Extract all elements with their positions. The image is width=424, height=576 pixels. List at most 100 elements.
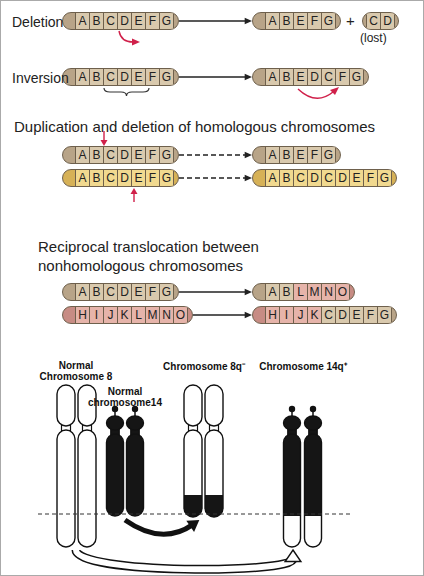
chromatid-outline xyxy=(107,434,124,516)
gene-segment: A xyxy=(75,13,90,29)
chromatid-outline xyxy=(184,430,202,517)
break-marker-head xyxy=(131,188,138,194)
gene-segment: A xyxy=(265,69,280,85)
chromosome: ABCDEFG xyxy=(62,146,179,164)
chromatid-outline xyxy=(205,430,223,517)
chromatid-arm xyxy=(205,430,223,517)
chromatid-arm xyxy=(205,385,223,426)
chromosome: ABCDEFG xyxy=(62,169,179,187)
chromosome: ABLMNO xyxy=(252,283,355,301)
gene-segment: B xyxy=(89,147,104,163)
gene-segment: D xyxy=(307,170,322,186)
gene-segment: F xyxy=(363,307,378,323)
chromatid-outline xyxy=(305,434,322,547)
chromatid-outline xyxy=(127,434,144,516)
gene-segment: E xyxy=(349,170,364,186)
chromosome-drawing xyxy=(253,361,353,550)
chromatid-outline xyxy=(205,385,223,426)
chromatid-arm xyxy=(57,430,75,547)
arrow-body xyxy=(125,520,193,534)
inversion-arrow xyxy=(298,89,333,98)
gene-segment: D xyxy=(380,13,395,29)
section-heading: Reciprocal translocation between nonhomo… xyxy=(38,237,298,275)
gene-segment: A xyxy=(265,147,280,163)
chromosome: ABEDCFG xyxy=(252,68,369,86)
connector-arrow xyxy=(179,289,252,296)
gene-segment: H xyxy=(265,307,280,323)
gene-segment: C xyxy=(103,69,118,85)
gene-segment: G xyxy=(377,307,392,323)
arrow-line xyxy=(179,291,246,292)
gene-segment: D xyxy=(117,69,132,85)
chromatid-arm xyxy=(184,430,202,517)
arrow-head xyxy=(186,520,199,532)
gene-segment: G xyxy=(159,284,174,300)
gene-segment: D xyxy=(117,170,132,186)
chromatid-outline xyxy=(184,385,202,426)
chromatid-arm xyxy=(78,430,96,547)
gene-segment: E xyxy=(293,69,308,85)
gene-segment: C xyxy=(103,284,118,300)
gene-segment: D xyxy=(307,69,322,85)
chromosome-label: Chromosome 8q⁻ xyxy=(157,361,251,372)
gene-segment: G xyxy=(377,170,392,186)
chromatid-arm xyxy=(305,416,322,430)
chromosome-figure: Chromosome 8q⁻ xyxy=(157,361,251,520)
gene-segment: G xyxy=(159,13,174,29)
chromosome: ABCDEFG xyxy=(62,68,179,86)
gene-segment: B xyxy=(279,147,294,163)
chromatid-arm xyxy=(305,434,322,547)
gene-segment: C xyxy=(293,170,308,186)
gene-segment: F xyxy=(335,69,350,85)
chromosome: HIJKCDEFG xyxy=(252,306,397,324)
chromosome-band xyxy=(305,516,322,547)
arrow-head xyxy=(285,550,301,562)
arrow-line xyxy=(179,20,246,21)
gene-segment: E xyxy=(293,147,308,163)
gene-segment: C xyxy=(366,13,381,29)
gene-segment: I xyxy=(89,307,104,323)
gene-segment: A xyxy=(75,69,90,85)
gene-segment: G xyxy=(321,147,336,163)
gene-segment: L xyxy=(131,307,146,323)
connector-arrow xyxy=(76,550,301,569)
gene-segment: E xyxy=(349,307,364,323)
gene-segment: B xyxy=(89,284,104,300)
gene-segment: E xyxy=(293,13,308,29)
gene-segment: J xyxy=(293,307,308,323)
chromatid-arm xyxy=(284,434,301,547)
chromosome-label-group: Normal chromosome14 xyxy=(87,386,163,408)
gene-segment: B xyxy=(89,170,104,186)
gene-segment: O xyxy=(173,307,188,323)
gene-segment: A xyxy=(265,284,280,300)
chromatid-arm xyxy=(284,416,301,430)
break-marker xyxy=(133,193,134,202)
gene-segment: A xyxy=(265,13,280,29)
connector-arrow xyxy=(179,74,252,81)
chromosome: ABCDCDEFG xyxy=(252,169,397,187)
satellite xyxy=(310,406,316,412)
gene-segment: G xyxy=(159,170,174,186)
inversion-arrow-head xyxy=(330,87,339,95)
gene-segment: G xyxy=(159,147,174,163)
gene-segment: D xyxy=(117,284,132,300)
chromatid-outline xyxy=(284,434,301,547)
chromosome-label: Normal chromosome14 xyxy=(87,386,163,408)
gene-segment: D xyxy=(335,170,350,186)
gene-segment: E xyxy=(131,69,146,85)
chromosome-band xyxy=(284,516,301,547)
gene-segment: L xyxy=(293,284,308,300)
gene-segment: G xyxy=(321,13,336,29)
gene-segment: F xyxy=(145,147,160,163)
arrow-head xyxy=(245,152,252,159)
arrow-head xyxy=(245,312,252,319)
gene-segment: C xyxy=(321,69,336,85)
connector-arrow xyxy=(125,520,199,534)
gene-segment: D xyxy=(335,307,350,323)
chromatid-arm xyxy=(184,385,202,426)
gene-segment: E xyxy=(131,284,146,300)
gene-segment: M xyxy=(145,307,160,323)
chromosome-label-group: Chromosome 8q⁻ xyxy=(157,361,251,372)
chromosome-label-group: Normal Chromosome 8 xyxy=(36,360,116,382)
